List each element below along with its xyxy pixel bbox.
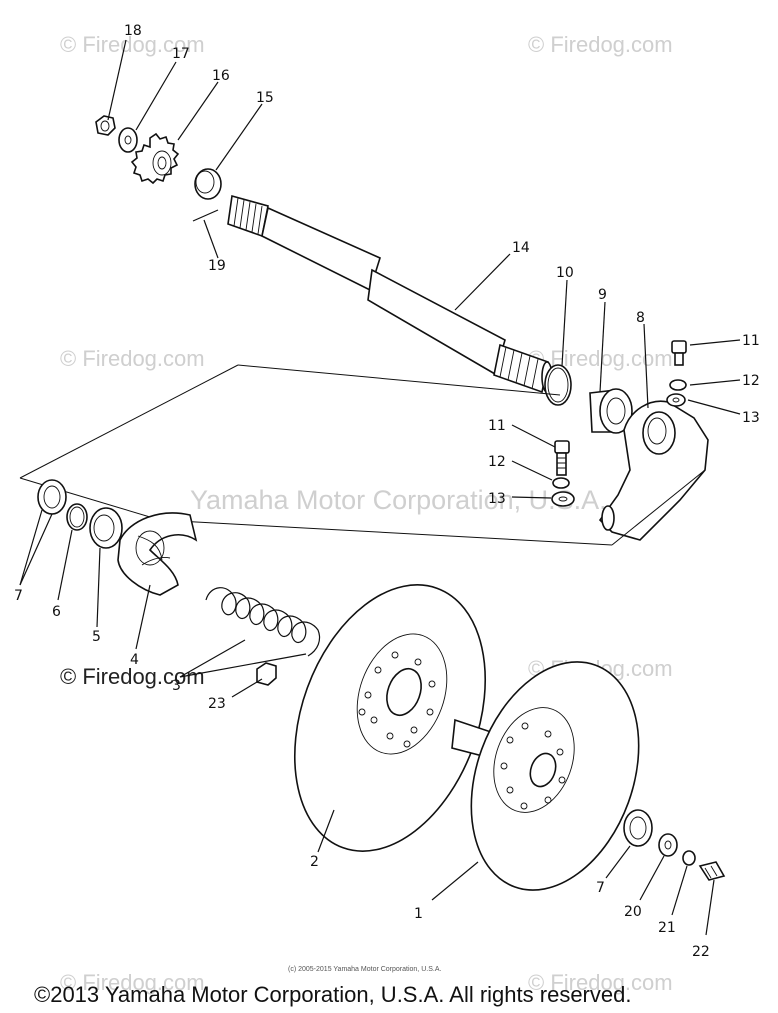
- callout-20: 20: [624, 904, 642, 920]
- lock-washer-12-upper: [669, 379, 687, 391]
- callout-19: 19: [208, 258, 226, 274]
- bolt-11-upper: [671, 340, 687, 366]
- bolt-22: [698, 861, 726, 881]
- washer-20: [658, 833, 678, 857]
- sprocket-16: [130, 132, 180, 185]
- small-copyright: (c) 2005-2015 Yamaha Motor Corporation, …: [288, 966, 441, 973]
- lock-washer-12-mid: [552, 477, 570, 489]
- nut-18: [95, 115, 116, 136]
- seal-7-right: [623, 809, 653, 847]
- washer-13-mid: [551, 491, 575, 507]
- callout-6: 6: [52, 604, 61, 620]
- collar-15: [194, 168, 222, 200]
- callout-23: 23: [208, 696, 226, 712]
- callout-4: 4: [130, 652, 139, 668]
- bearing-9: [589, 388, 633, 434]
- callout-11-upper: 11: [742, 333, 760, 349]
- washer-5: [89, 507, 123, 549]
- watermark-bottom-left: © Firedog.com: [60, 970, 205, 995]
- callout-12-upper: 12: [742, 373, 760, 389]
- watermark-center: Yamaha Motor Corporation, U.S.A.: [190, 485, 607, 515]
- watermark-mid-left: © Firedog.com: [60, 346, 205, 371]
- fixed-sheave-1: [451, 661, 640, 891]
- callout-5: 5: [92, 629, 101, 645]
- callout-7-left: 7: [14, 588, 23, 604]
- lock-washer-21: [682, 850, 696, 866]
- callout-21: 21: [658, 920, 676, 936]
- callout-17: 17: [172, 46, 190, 62]
- callout-14: 14: [512, 240, 530, 256]
- spring-3: [205, 587, 321, 657]
- bolt-11-mid: [554, 440, 570, 476]
- callout-16: 16: [212, 68, 230, 84]
- callout-22: 22: [692, 944, 710, 960]
- leader-lines: [19, 39, 741, 936]
- clip-6: [66, 503, 88, 531]
- spider-4: [117, 512, 198, 596]
- seal-7-left: [37, 479, 67, 515]
- callout-12-mid: 12: [488, 454, 506, 470]
- watermark-top-right: © Firedog.com: [528, 32, 673, 57]
- circlip-10: [544, 364, 572, 406]
- washer-13-upper: [666, 393, 686, 407]
- nut-23: [256, 662, 277, 686]
- pin-19: [192, 209, 219, 222]
- callout-15: 15: [256, 90, 274, 106]
- callout-13-upper: 13: [742, 410, 760, 426]
- washer-17: [118, 127, 138, 153]
- callout-11-mid: 11: [488, 418, 506, 434]
- copyright-footer: ©2013 Yamaha Motor Corporation, U.S.A. A…: [34, 982, 631, 1007]
- callout-9: 9: [598, 287, 607, 303]
- watermark-top-left: © Firedog.com: [60, 32, 205, 57]
- callout-18: 18: [124, 23, 142, 39]
- callout-2: 2: [310, 854, 319, 870]
- callout-10: 10: [556, 265, 574, 281]
- jackshaft-14: [227, 194, 553, 394]
- callout-7-right: 7: [596, 880, 605, 896]
- callout-13-mid: 13: [488, 491, 506, 507]
- callout-3: 3: [172, 678, 181, 694]
- watermark-bottom-right: © Firedog.com: [528, 970, 673, 995]
- callout-8: 8: [636, 310, 645, 326]
- callout-1: 1: [414, 906, 423, 922]
